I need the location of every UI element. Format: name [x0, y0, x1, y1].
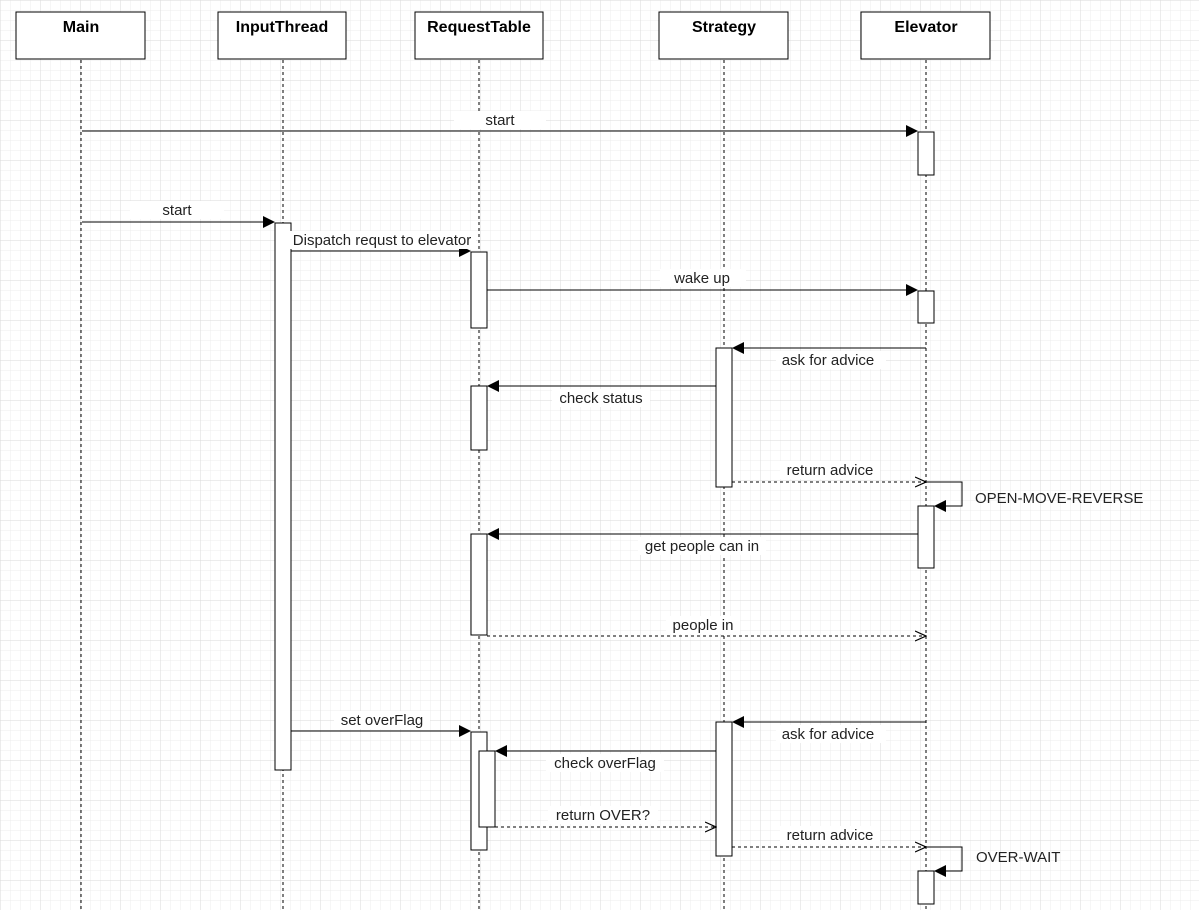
participant-strat[interactable]: Strategy [658, 11, 789, 60]
activation-req-1[interactable] [470, 251, 488, 329]
message-label: ask for advice [782, 352, 875, 369]
activation-req-5[interactable] [478, 750, 496, 828]
message-label: return advice [787, 827, 874, 844]
participant-main[interactable]: Main [15, 11, 146, 60]
activation-elev-3[interactable] [917, 505, 935, 569]
message-dispatch-request[interactable]: Dispatch requst to elevator [288, 231, 476, 257]
participant-elev[interactable]: Elevator [860, 11, 991, 60]
message-self-open-move-reverse[interactable]: OPEN-MOVE-REVERSE [926, 481, 1143, 512]
message-label: OPEN-MOVE-REVERSE [975, 490, 1143, 507]
participant-req[interactable]: RequestTable [414, 11, 544, 60]
message-label: check overFlag [554, 755, 656, 772]
message-return-over[interactable]: return OVER? [495, 806, 716, 827]
message-label: people in [673, 617, 734, 634]
participant-strat-label: Strategy [692, 19, 756, 36]
message-label: check status [559, 390, 642, 407]
message-check-overflag[interactable]: check overFlag [495, 745, 716, 772]
messages: start start Dispatch requst to elevator … [82, 111, 1143, 877]
message-return-advice-1[interactable]: return advice [732, 461, 926, 482]
activation-strat-1[interactable] [715, 347, 733, 488]
message-get-people-can-in[interactable]: get people can in [487, 528, 918, 555]
message-return-advice-2[interactable]: return advice [732, 826, 926, 847]
message-main-start-elevator[interactable]: start [82, 111, 918, 137]
message-label: return OVER? [556, 807, 650, 824]
participant-elev-label: Elevator [894, 19, 957, 36]
activation-strat-2[interactable] [715, 721, 733, 857]
message-label: Dispatch requst to elevator [293, 232, 471, 249]
message-label: set overFlag [341, 712, 424, 729]
message-main-start-input[interactable]: start [82, 201, 275, 228]
activation-input-1[interactable] [274, 222, 292, 771]
participant-input[interactable]: InputThread [217, 11, 347, 60]
activation-elev-4[interactable] [917, 870, 935, 905]
activation-elev-1[interactable] [917, 131, 935, 176]
message-ask-for-advice-2[interactable]: ask for advice [732, 716, 926, 743]
message-label: OVER-WAIT [976, 849, 1060, 866]
message-set-overflag[interactable]: set overFlag [291, 711, 471, 737]
activation-req-3[interactable] [470, 533, 488, 636]
activation-bars [274, 131, 935, 905]
participant-input-label: InputThread [236, 19, 328, 36]
message-label: wake up [673, 270, 730, 287]
message-people-in[interactable]: people in [487, 616, 926, 636]
message-ask-for-advice-1[interactable]: ask for advice [732, 342, 926, 369]
participant-req-label: RequestTable [427, 19, 531, 36]
message-label: ask for advice [782, 726, 875, 743]
message-label: get people can in [645, 538, 759, 555]
message-check-status[interactable]: check status [487, 380, 716, 407]
activation-elev-2[interactable] [917, 290, 935, 324]
message-self-over-wait[interactable]: OVER-WAIT [926, 846, 1060, 877]
message-label: return advice [787, 462, 874, 479]
message-wake-up[interactable]: wake up [487, 269, 918, 296]
activation-req-2[interactable] [470, 385, 488, 451]
message-label: start [485, 112, 515, 129]
message-label: start [162, 202, 192, 219]
participant-main-label: Main [63, 19, 99, 36]
